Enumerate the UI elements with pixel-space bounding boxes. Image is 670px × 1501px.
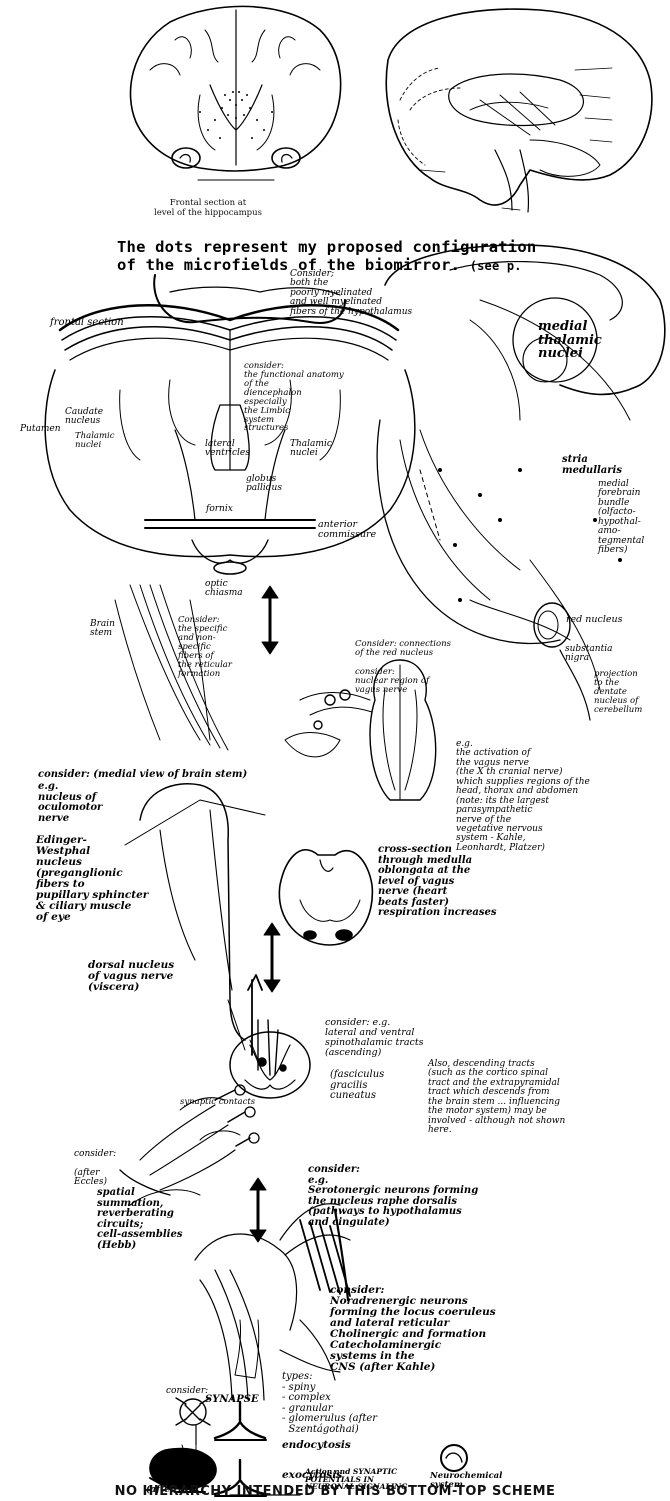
sagittal-brain-sketch: [386, 9, 652, 212]
label-consider-eccles: consider: (after Eccles): [74, 1150, 116, 1188]
label-consider-functional: consider: the functional anatomy of the …: [244, 362, 344, 433]
label-stria-medullaris: stria medullaris: [562, 455, 622, 476]
label-descending-tracts: Also, descending tracts (such as the cor…: [428, 1060, 565, 1136]
label-consider-red-nucleus: Consider: connections of the red nucleus: [355, 640, 451, 658]
label-consider-medial-view: consider: (medial view of brain stem): [38, 770, 247, 781]
caption-line-1: The dots represent my proposed configura…: [117, 238, 536, 256]
frontal-section-hippocampus: [130, 6, 340, 180]
label-dorsal-nucleus-vagus: dorsal nucleus of vagus nerve (viscera): [88, 960, 174, 993]
label-substantia-nigra: substantia nigra: [565, 645, 612, 664]
label-consider-serotonergic: consider: e.g. Serotonergic neurons form…: [308, 1165, 478, 1228]
label-medial-thalamic-nuclei: medial thalamic nuclei: [538, 320, 602, 361]
frontal-section-caption: Frontal section at level of the hippocam…: [154, 198, 262, 218]
label-consider-myelinated: Consider; both the poorly myelinated and…: [290, 270, 412, 317]
label-edinger-westphal: Edinger- Westphal nucleus (preganglionic…: [36, 835, 148, 923]
label-nucleus-oculomotor: e.g. nucleus of oculomotor nerve: [38, 782, 102, 824]
label-fornix: fornix: [206, 505, 233, 514]
label-red-nucleus: red nucleus: [566, 615, 622, 625]
label-projection: projection to the dentate nucleus of cer…: [594, 670, 642, 715]
label-consider-vagus-region: consider: nuclear region of vagus nerve: [355, 668, 429, 695]
label-caudate-nucleus: Caudate nucleus: [65, 408, 103, 427]
label-types: types: - spiny - complex - granular - gl…: [282, 1372, 377, 1435]
monoaminergic-pathways: [195, 1204, 350, 1400]
label-frontal-section: frontal section: [50, 318, 124, 329]
label-putamen: Putamen: [20, 425, 61, 434]
label-consider-specific: Consider: the specific and non- specific…: [178, 616, 232, 678]
label-synaptic-contacts: synaptic contacts: [180, 1098, 255, 1107]
label-globus-pallidus: globus pallidus: [246, 475, 282, 494]
label-lateral-ventricles: lateral ventricles: [205, 440, 250, 459]
caption-ref: (see p.: [470, 259, 522, 273]
label-thalamic-nuclei-left: Thalamic nuclei: [75, 432, 115, 450]
label-consider-noradrenergic: consider: Noradrenergic neurons forming …: [330, 1285, 496, 1373]
label-synapse: SYNAPSE: [205, 1395, 259, 1406]
cross-section-medulla: [279, 850, 372, 945]
label-thalamic-nuclei-right: Thalamic nuclei: [290, 440, 332, 459]
label-spatial-summation: spatial summation, reverberating circuit…: [97, 1188, 182, 1251]
label-fasciculus: (fasciculus gracilis cuneatus: [330, 1070, 384, 1102]
label-cross-section: cross-section through medulla oblongata …: [378, 845, 497, 919]
label-activation-vagus: e.g. the activation of the vagus nerve (…: [456, 740, 590, 853]
label-optic-chiasma: optic chiasma: [205, 580, 243, 599]
label-endocytosis: endocytosis: [282, 1440, 351, 1451]
label-medial-forebrain-bundle: medial forebrain bundle (olfacto- hypoth…: [598, 480, 644, 556]
spinal-cord-section: [230, 1020, 310, 1098]
label-consider-synapse: consider:: [166, 1387, 208, 1396]
label-brain-stem: Brain stem: [90, 620, 115, 639]
label-anterior-commissure: anterior commissure: [318, 520, 376, 540]
footer-note: NO HIERARCHY INTENDED BY THIS BOTTOM-TOP…: [0, 1484, 670, 1499]
label-consider-spinothalamic: consider: e.g. lateral and ventral spino…: [325, 1018, 424, 1058]
